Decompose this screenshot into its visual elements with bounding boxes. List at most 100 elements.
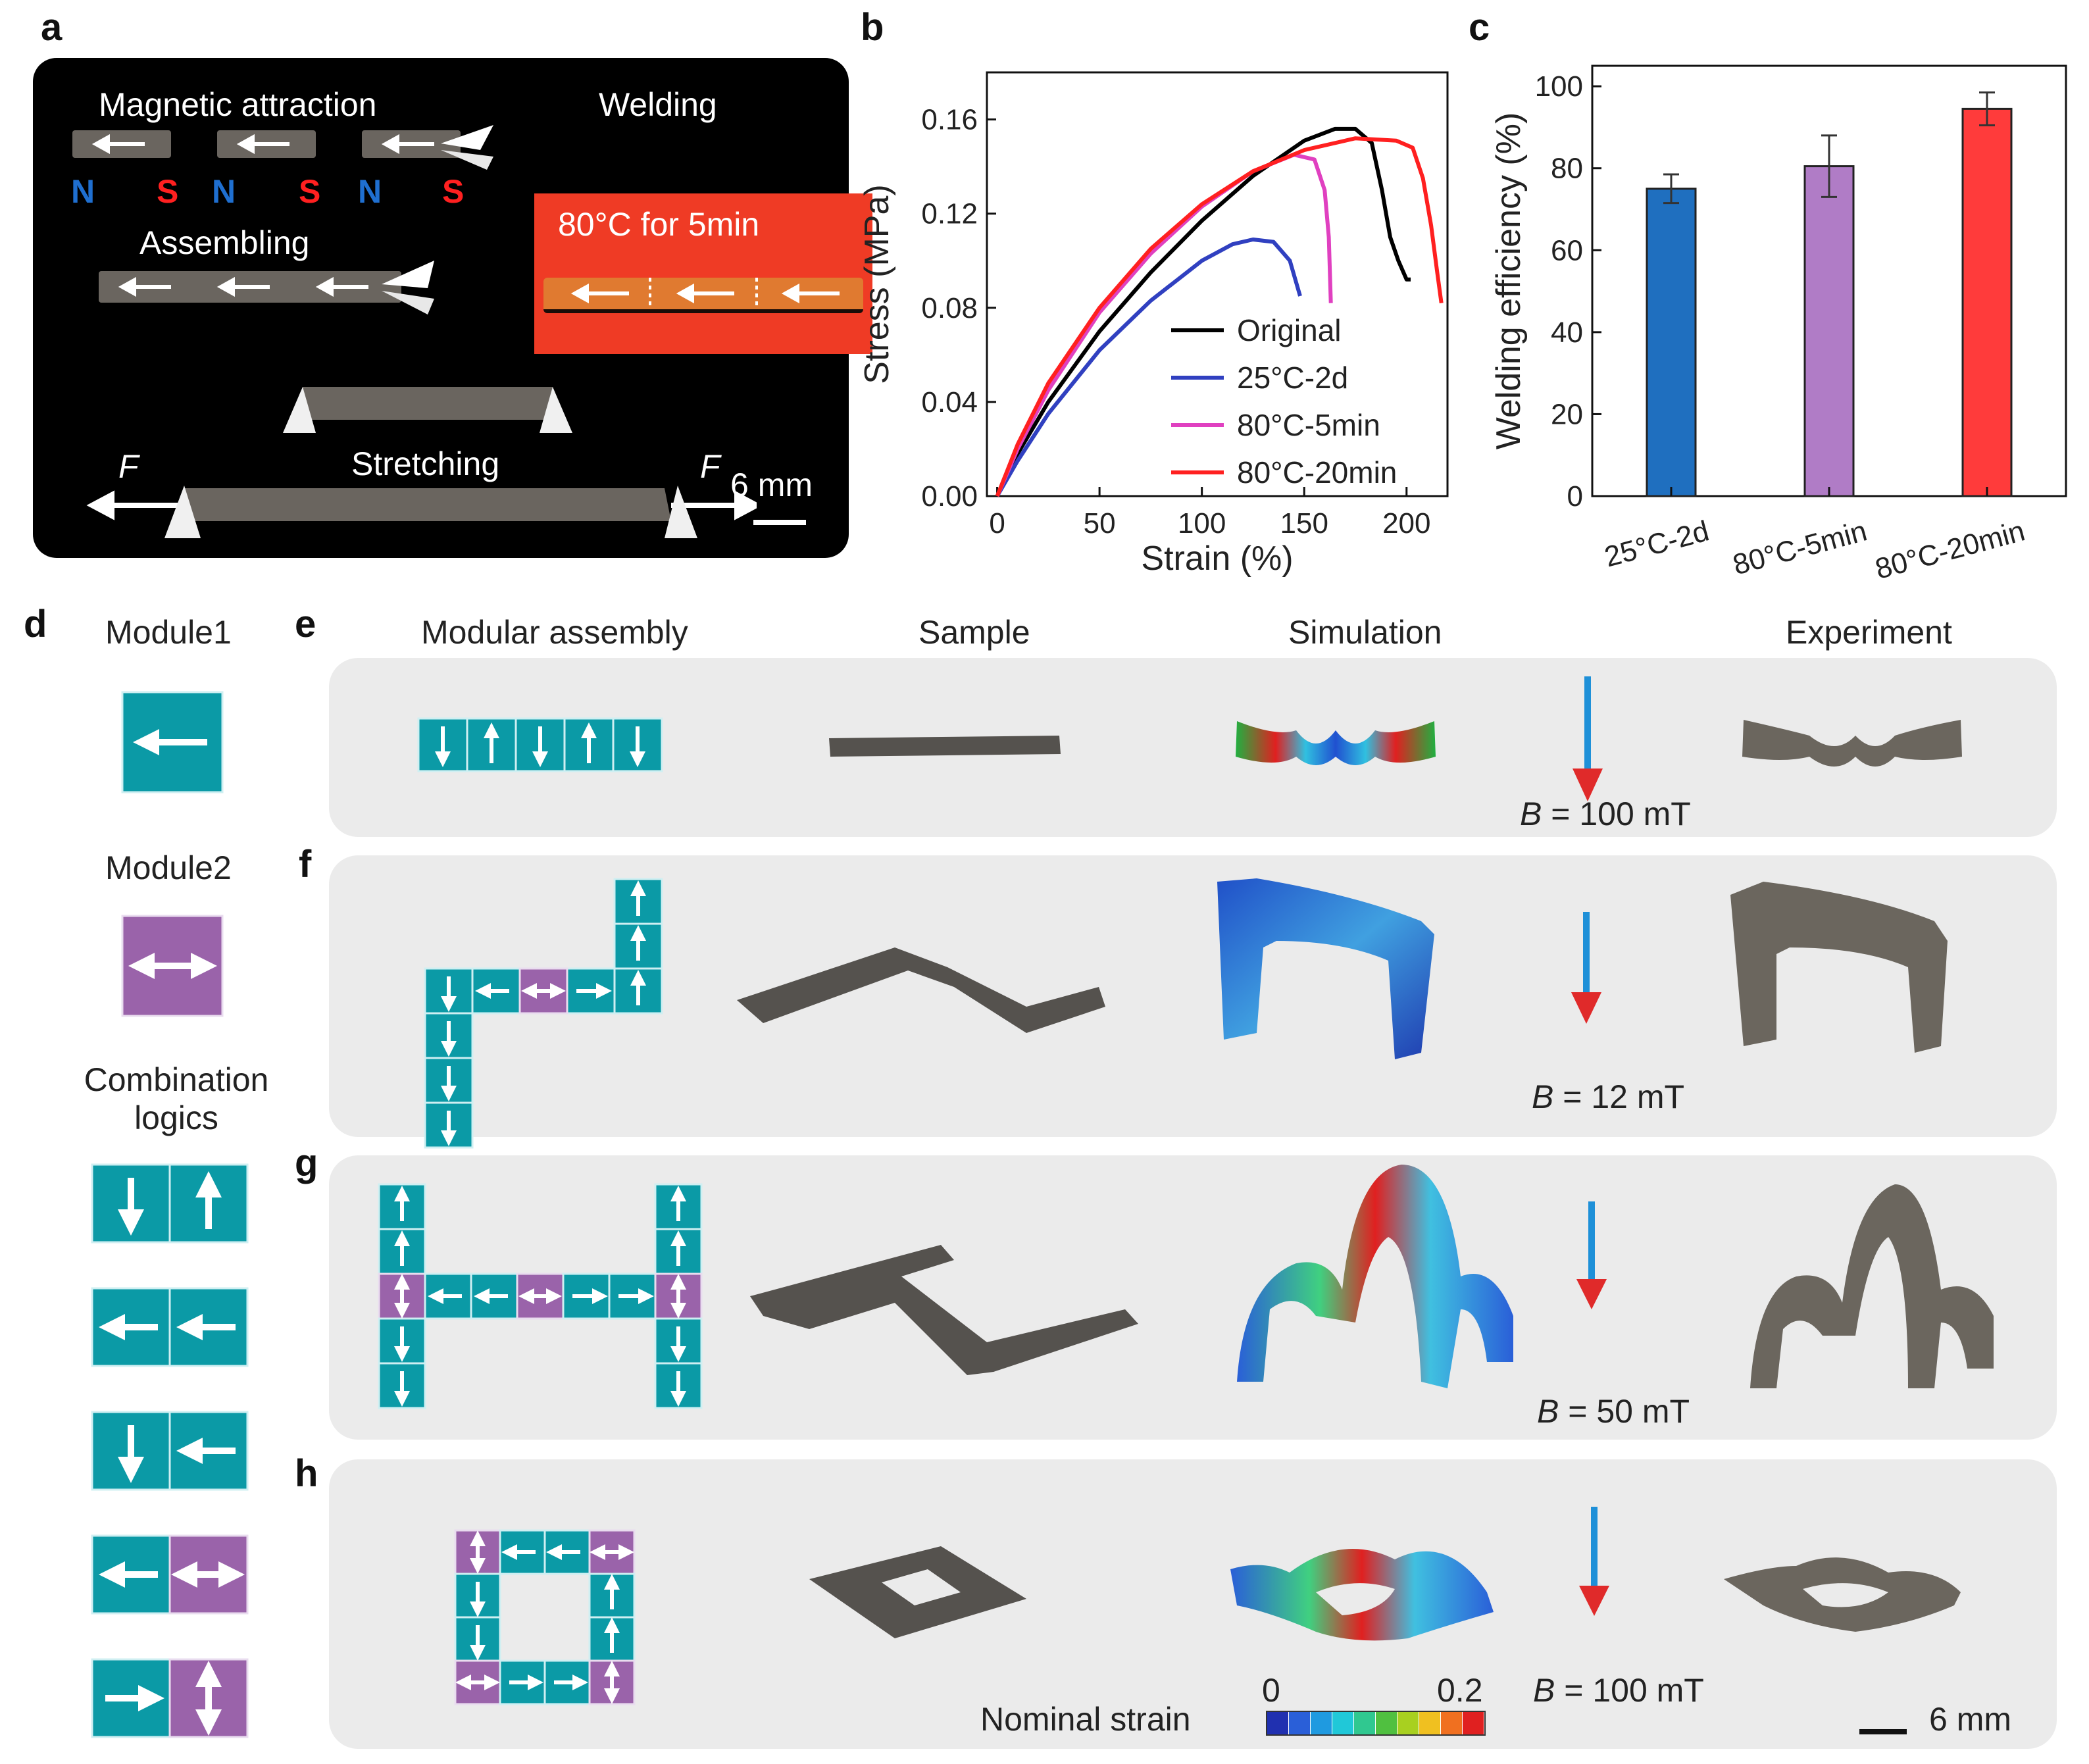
panel-a-scale-bar [753, 520, 806, 525]
combination-line-1: Combination [84, 1061, 269, 1098]
row-f-field-arrow-shaft [1583, 912, 1590, 992]
stretching-label: Stretching [351, 445, 500, 482]
y-tick-label: 100 [1535, 70, 1583, 103]
y-axis-label: Stress (MPa) [858, 184, 896, 384]
row-h-modular-assembly [454, 1529, 636, 1705]
y-tick-label: 0 [1567, 480, 1583, 513]
panel-label-g: g [295, 1142, 318, 1184]
row-e-field-arrow-head [1573, 769, 1603, 801]
clamped-strip [283, 387, 572, 433]
row-g-field-label: B = 50 mT [1537, 1392, 1690, 1430]
magnetic-attraction-label: Magnetic attraction [99, 86, 377, 123]
colorbar-step-2 [1311, 1712, 1332, 1734]
row-f-sample [737, 947, 1105, 1033]
row-h-field-arrow-head [1579, 1586, 1609, 1616]
combination-logics-label: Combination logics [71, 1061, 282, 1137]
chart-b-frame [986, 71, 1449, 497]
row-f-simulation [1217, 878, 1434, 1059]
row-h-sample [809, 1546, 1026, 1638]
assembling-label: Assembling [139, 224, 310, 261]
colorbar-step-6 [1397, 1712, 1419, 1734]
pole-label-4: S [299, 173, 321, 210]
row-h-simulation [1230, 1549, 1494, 1641]
x-tick-label: 100 [1178, 507, 1226, 540]
column-header-sample: Sample [919, 614, 1030, 651]
bar-2 [1961, 107, 2013, 497]
row-h-field-symbol: B [1533, 1672, 1555, 1709]
x-tick-label: 50 [1084, 507, 1116, 540]
row-e-field-symbol: B [1520, 795, 1542, 832]
panel-label-h: h [295, 1452, 318, 1495]
category-label-2: 80°C-20min [1872, 515, 2028, 586]
panel-label-c: c [1469, 6, 1490, 49]
pole-label-2: S [157, 173, 179, 210]
row-f-field-label: B = 12 mT [1532, 1078, 1684, 1116]
row-g-field-arrow-head [1576, 1279, 1607, 1309]
x-axis-label: Strain (%) [1141, 540, 1293, 578]
pole-label-3: N [212, 173, 236, 210]
y-tick-label: 60 [1551, 234, 1583, 266]
assembled-strip [99, 261, 434, 315]
row-g-field-symbol: B [1537, 1393, 1559, 1430]
row-f-modular-assembly [424, 878, 663, 1149]
row-h-field-value: = 100 mT [1555, 1672, 1704, 1709]
row-e-sample [829, 736, 1061, 757]
row-f-field-symbol: B [1532, 1078, 1554, 1115]
row-h-field-arrow-shaft [1591, 1507, 1598, 1586]
row-e-modular-assembly [417, 717, 663, 772]
magnetic-blocks [72, 125, 493, 170]
combo-left-left [91, 1287, 249, 1367]
legend-label-3: 80°C-20min [1237, 455, 1397, 490]
column-header-modular: Modular assembly [421, 614, 688, 651]
force-left-label: F [118, 448, 139, 485]
y-tick-label: 80 [1551, 153, 1583, 185]
row-e-field-arrow-shaft [1584, 676, 1591, 769]
welding-label: Welding [599, 86, 717, 123]
colorbar-step-1 [1289, 1712, 1311, 1734]
y-tick-label: 20 [1551, 398, 1583, 430]
category-label-1: 80°C-5min [1730, 515, 1871, 581]
row-f-field-value: = 12 mT [1553, 1078, 1685, 1115]
panel-label-d: d [24, 603, 47, 645]
scale-bar-label: 6 mm [1929, 1701, 2011, 1738]
column-header-simulation: Simulation [1288, 614, 1442, 651]
row-f-experiment [1730, 882, 1948, 1053]
module-legend [91, 691, 249, 1738]
weld-condition-label: 80°C for 5min [558, 206, 760, 243]
combo-right-vdouble [91, 1658, 249, 1738]
combination-line-2: logics [134, 1099, 218, 1136]
assembly-drawings [378, 676, 1994, 1705]
panel-label-b: b [861, 6, 884, 49]
panel-a-scale-label: 6 mm [730, 466, 813, 503]
row-g-field-value: = 50 mT [1559, 1393, 1690, 1430]
pole-label-5: N [358, 173, 382, 210]
row-g-simulation [1237, 1165, 1513, 1388]
x-tick-label: 200 [1382, 507, 1430, 540]
colorbar-max: 0.2 [1437, 1672, 1483, 1709]
series-line-1 [995, 238, 1302, 497]
y-tick-label: 0.00 [921, 480, 978, 513]
module2-label: Module2 [105, 849, 232, 886]
row-h-field-label: B = 100 mT [1533, 1671, 1704, 1709]
row-e-experiment [1742, 720, 1962, 767]
column-header-experiment: Experiment [1786, 614, 1952, 651]
x-tick-label: 0 [989, 507, 1005, 540]
y-tick-label: 0.16 [921, 104, 978, 136]
welded-strip [543, 278, 863, 313]
force-right-label: F [700, 448, 720, 485]
panel-label-f: f [299, 843, 312, 886]
bar-0 [1646, 188, 1697, 497]
colorbar-step-4 [1354, 1712, 1376, 1734]
y-tick-label: 0.08 [921, 292, 978, 324]
colorbar-step-8 [1441, 1712, 1463, 1734]
x-tick-label: 150 [1280, 507, 1328, 540]
y-tick-label: 40 [1551, 316, 1583, 349]
y-axis-label: Welding efficiency (%) [1490, 113, 1528, 450]
panel-label-e: e [295, 603, 316, 645]
row-e-field-value: = 100 mT [1542, 795, 1691, 832]
row-f-field-arrow-head [1571, 992, 1601, 1024]
welded-strip-arrows [570, 278, 840, 309]
panel-a-photo: Magnetic attraction Welding 80°C for 5mi… [33, 58, 872, 558]
